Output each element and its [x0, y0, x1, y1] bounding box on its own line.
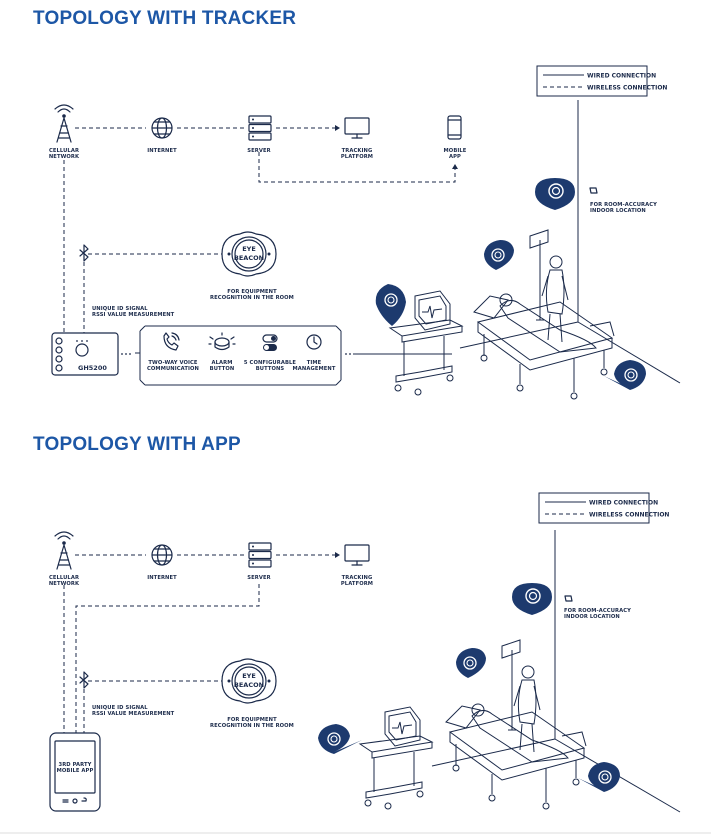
node-internet-label: INTERNET — [147, 148, 177, 154]
room-accuracy-caption1-app: FOR ROOM-ACCURACY — [564, 608, 631, 614]
legend-wired-label-app: WIRED CONNECTION — [589, 500, 658, 507]
beacon-caption1: FOR EQUIPMENT — [227, 289, 277, 295]
legend-wireless-label: WIRELESS CONNECTION — [587, 85, 667, 92]
legend-wireless-label-app: WIRELESS CONNECTION — [589, 512, 669, 519]
alarm-icon — [208, 332, 236, 351]
smartphone-icon — [447, 115, 462, 140]
hospital-bed-illustration — [473, 229, 615, 400]
rssi-caption1-app: UNIQUE ID SIGNAL — [92, 705, 148, 711]
location-pin-icon — [578, 762, 620, 792]
location-pin-icon — [318, 724, 362, 754]
beacon-line2-app: BEACON — [234, 681, 264, 689]
room-accuracy-caption2-app: INDOOR LOCATION — [564, 614, 620, 620]
globe-icon — [151, 544, 173, 566]
cell-tower-icon — [54, 104, 74, 143]
beacon-line1: EYE — [242, 245, 256, 253]
node-tracking-label: TRACKING — [342, 148, 373, 154]
rssi-caption2-app: RSSI VALUE MEASUREMENT — [92, 711, 175, 717]
rssi-caption2: RSSI VALUE MEASUREMENT — [92, 312, 175, 318]
node-tracking-label2: PLATFORM — [341, 154, 373, 160]
feature-buttons-label: 5 CONFIGURABLE — [244, 360, 296, 366]
node-cellular-label2: NETWORK — [49, 154, 80, 160]
phone-label2: MOBILE APP — [57, 768, 94, 774]
node-mobile-label2: APP — [449, 154, 461, 160]
node-cellular-label: CELLULAR — [49, 148, 79, 154]
monitor-cart-illustration-app — [358, 706, 434, 810]
monitor-icon — [344, 544, 370, 566]
server-icon — [248, 542, 272, 568]
smartphone-device: 3RD PARTY MOBILE APP — [49, 732, 101, 812]
feature-alarm-label: ALARM — [212, 360, 233, 366]
cell-tower-icon — [54, 531, 74, 570]
node-internet-label-app: INTERNET — [147, 575, 177, 581]
legend-tracker: WIRED CONNECTION WIRELESS CONNECTION — [536, 65, 667, 97]
rssi-caption1: UNIQUE ID SIGNAL — [92, 306, 148, 312]
phone-call-icon — [163, 332, 180, 351]
location-pin-icon — [484, 240, 524, 270]
server-icon — [248, 115, 272, 141]
node-cellular-label-app: CELLULAR — [49, 575, 79, 581]
location-pin-icon — [535, 178, 586, 210]
legend-app: WIRED CONNECTION WIRELESS CONNECTION — [538, 492, 669, 524]
beacon-line1-app: EYE — [242, 672, 256, 680]
location-pin-icon — [512, 583, 563, 615]
beacon-caption2-app: RECOGNITION IN THE ROOM — [210, 723, 294, 729]
title-app: TOPOLOGY WITH APP — [33, 434, 241, 455]
eye-beacon: EYE BEACON — [221, 231, 277, 277]
gh5200-device: GH5200 — [51, 332, 119, 376]
node-mobile-label: MOBILE — [444, 148, 467, 154]
monitor-cart-illustration — [388, 290, 464, 396]
node-cellular-label2-app: NETWORK — [49, 581, 80, 587]
clock-icon — [306, 334, 322, 350]
globe-icon — [151, 117, 173, 139]
device-label: GH5200 — [78, 364, 107, 372]
monitor-icon — [344, 117, 370, 139]
room-accuracy-caption1: FOR ROOM-ACCURACY — [590, 202, 657, 208]
phone-label1: 3RD PARTY — [58, 762, 91, 768]
feature-voice-label2: COMMUNICATION — [147, 366, 199, 372]
eye-beacon-app: EYE BEACON — [221, 658, 277, 704]
title-tracker: TOPOLOGY WITH TRACKER — [33, 8, 296, 29]
beacon-line2: BEACON — [234, 254, 264, 262]
location-pin-icon — [604, 360, 646, 390]
feature-time-label2: MANAGEMENT — [293, 366, 336, 372]
beacon-caption1-app: FOR EQUIPMENT — [227, 717, 277, 723]
feature-alarm-label2: BUTTON — [210, 366, 235, 372]
node-tracking-label2-app: PLATFORM — [341, 581, 373, 587]
location-pin-icon — [456, 648, 496, 678]
feature-buttons-label2: BUTTONS — [256, 366, 285, 372]
legend-wired-label: WIRED CONNECTION — [587, 73, 656, 80]
bluetooth-icon — [79, 244, 89, 262]
node-server-label: SERVER — [247, 148, 270, 154]
room-accuracy-caption2: INDOOR LOCATION — [590, 208, 646, 214]
node-tracking-label-app: TRACKING — [342, 575, 373, 581]
location-pin-icon — [375, 284, 406, 326]
beacon-caption2: RECOGNITION IN THE ROOM — [210, 295, 294, 301]
feature-time-label: TIME — [307, 360, 322, 366]
hospital-bed-illustration-app — [445, 639, 587, 810]
bluetooth-icon — [79, 671, 89, 689]
node-server-label-app: SERVER — [247, 575, 270, 581]
feature-voice-label: TWO-WAY VOICE — [148, 360, 198, 366]
toggle-icon — [262, 334, 278, 351]
